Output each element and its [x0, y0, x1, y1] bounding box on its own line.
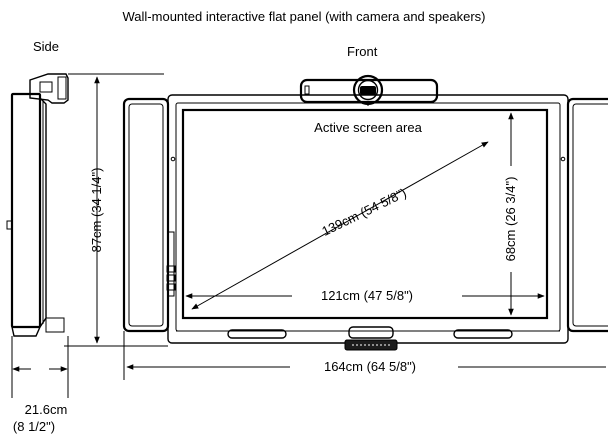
side-view [6, 73, 168, 398]
active-screen-area [181, 108, 549, 320]
total-height-label: 87cm (34 1/4") [89, 168, 104, 253]
right-speaker [566, 97, 608, 333]
side-view-label: Side [33, 39, 59, 54]
active-area-label: Active screen area [314, 120, 422, 135]
front-view [122, 74, 608, 351]
front-view-label: Front [347, 44, 378, 59]
screen-height-label: 68cm (26 3/4") [503, 177, 518, 262]
diagram-title: Wall-mounted interactive flat panel (wit… [123, 9, 486, 24]
screen-width-label: 121cm (47 5/8") [321, 288, 413, 303]
total-width-label: 164cm (64 5/8") [324, 359, 416, 374]
diagonal-arrow [191, 141, 489, 310]
depth-label-in: (8 1/2") [13, 419, 55, 434]
diagonal-label: 139cm (54 5/8") [319, 185, 408, 239]
left-speaker [122, 97, 170, 333]
depth-label-cm: 21.6cm [25, 402, 68, 417]
